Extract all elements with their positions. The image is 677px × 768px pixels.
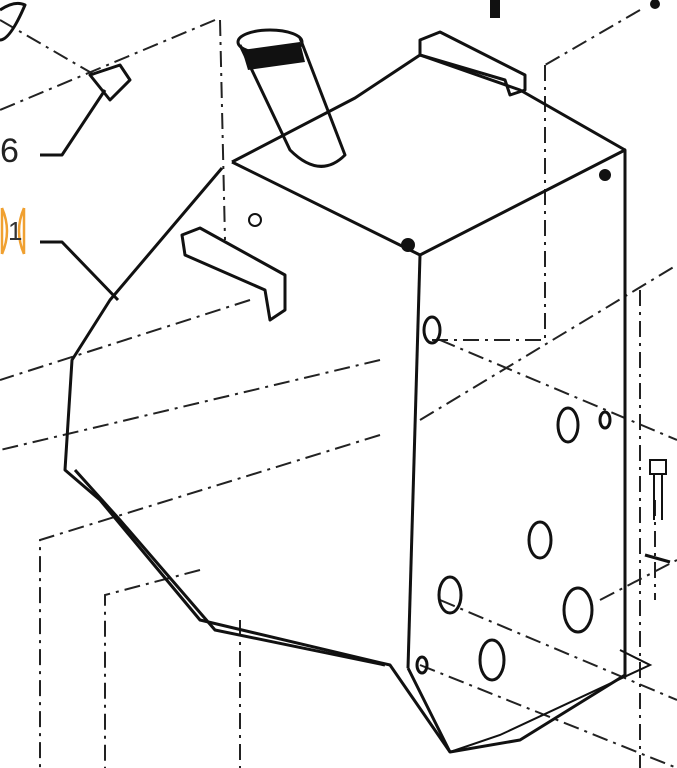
tank-holes [401,169,612,682]
leader-line-1 [40,240,120,302]
leader-line-6 [40,89,107,157]
callout-6[interactable]: 6 [0,132,19,170]
clip-part [0,1,132,102]
center-lines [0,9,677,768]
filler-neck [236,28,347,168]
callout-1-label: 1 [8,216,23,246]
highlight-bracket-icon [0,207,26,255]
bolt [644,459,671,564]
fuel-tank [63,53,653,754]
mounting-brackets [180,0,660,322]
callout-1[interactable]: 1 [0,206,28,256]
